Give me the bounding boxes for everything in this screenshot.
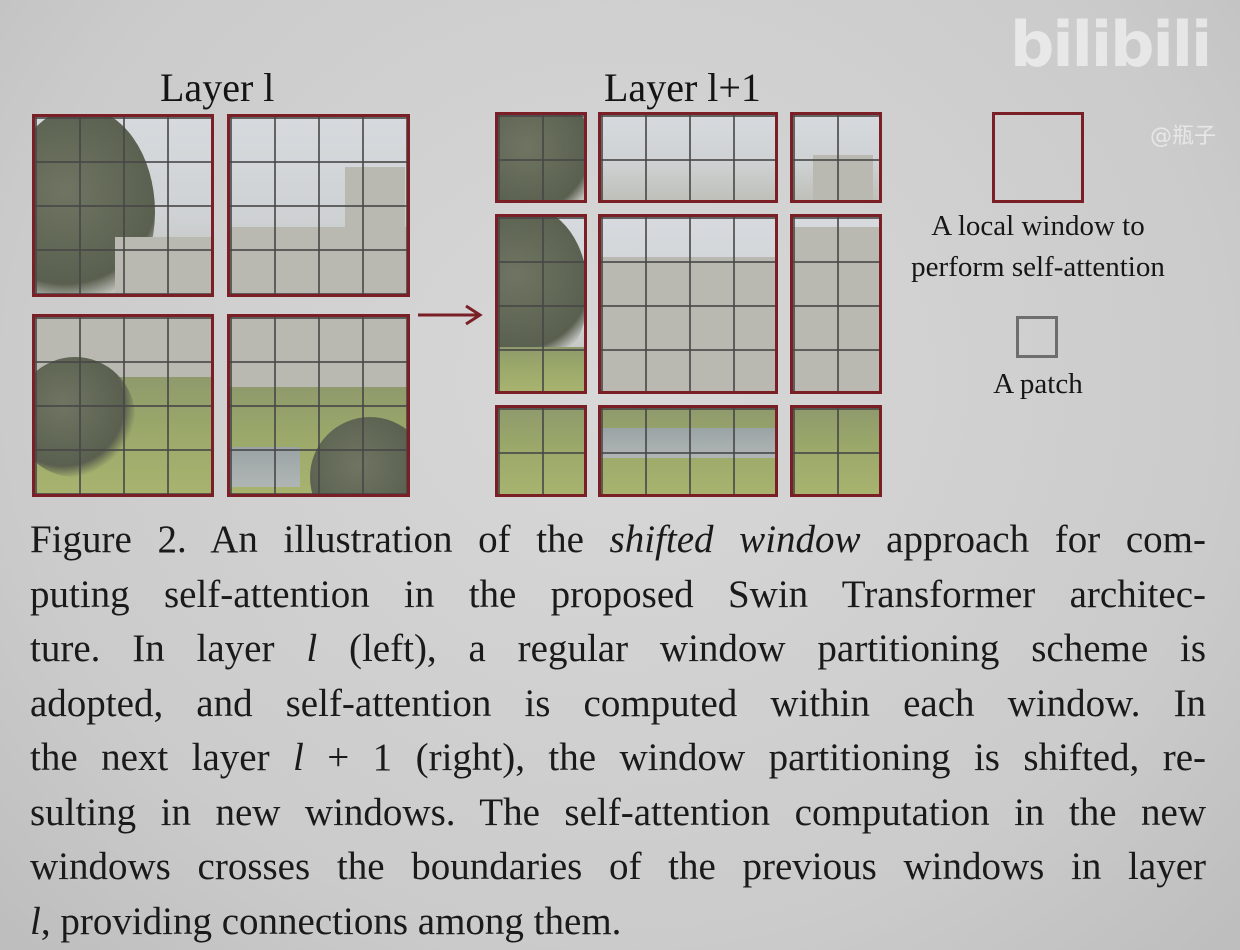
layer-l-plus-1-title: Layer l+1 xyxy=(604,65,761,110)
shift-arrow xyxy=(418,304,483,326)
layer-l-plus-1-window xyxy=(495,112,587,203)
layer-l-window xyxy=(227,114,410,297)
caption-italic: l xyxy=(293,736,304,779)
legend-window-swatch xyxy=(992,112,1084,203)
caption-line: sulting in new windows. The self-attenti… xyxy=(30,790,1206,834)
layer-l-plus-1-window xyxy=(598,214,778,394)
legend-window-label: A local window to perform self-attention xyxy=(888,206,1188,288)
layer-l-plus-1-window xyxy=(598,112,778,203)
caption-line: l, providing connections among them. xyxy=(30,899,622,943)
watermark-handle: @瓶子 xyxy=(1150,124,1217,149)
caption-italic: l xyxy=(30,899,41,943)
legend-window-label-line2: perform self-attention xyxy=(911,251,1165,283)
caption-line: adopted, and self-attention is computed … xyxy=(30,681,1206,725)
legend-patch-swatch xyxy=(1016,316,1058,358)
layer-l-plus-1-window xyxy=(790,112,882,203)
layer-l-plus-1-window xyxy=(495,214,587,394)
layer-l-title: Layer l xyxy=(160,65,275,110)
caption-line: Figure 2. An illustration of the shifted… xyxy=(30,518,1206,561)
legend-patch-label: A patch xyxy=(993,368,1083,400)
layer-l-plus-1-window xyxy=(790,405,882,497)
legend-window-label-line1: A local window to xyxy=(931,210,1145,242)
caption-line: windows crosses the boundaries of the pr… xyxy=(30,845,1206,888)
layer-l-plus-1-window xyxy=(598,405,778,497)
caption-italic: shifted window xyxy=(609,518,861,561)
watermark-logo: bilibili xyxy=(1010,8,1212,81)
figure-caption: Figure 2. An illustration of the shifted… xyxy=(30,513,1206,949)
caption-line: the next layer l + 1 (right), the window… xyxy=(30,736,1206,779)
layer-l-plus-1-window xyxy=(495,405,587,497)
layer-l-window xyxy=(32,114,214,297)
caption-line: puting self-attention in the proposed Sw… xyxy=(30,572,1206,616)
caption-italic: l xyxy=(306,627,318,670)
caption-line: ture. In layer l (left), a regular windo… xyxy=(30,627,1206,670)
layer-l-window xyxy=(32,314,214,497)
layer-l-window xyxy=(227,314,410,497)
layer-l-plus-1-window xyxy=(790,214,882,394)
